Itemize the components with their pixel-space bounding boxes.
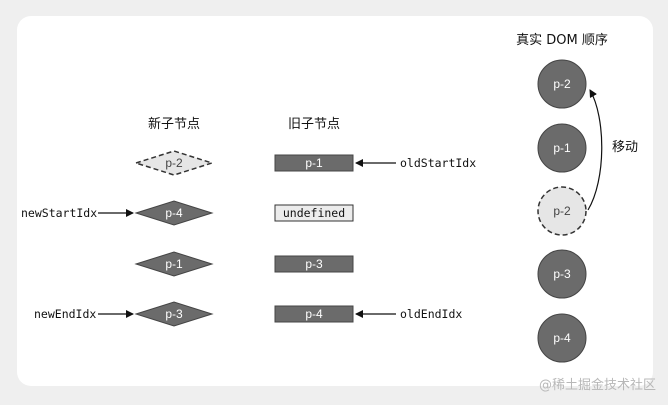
old-node-0-shape (274, 154, 354, 172)
new-node-0-shape (133, 150, 215, 176)
new-node-1-label: p-4 (165, 206, 183, 220)
heading-new-children: 新子节点 (148, 116, 200, 132)
dom-node-1: p-1 (537, 123, 587, 173)
pointer-new-start: newStartIdx (21, 206, 134, 220)
old-node-3-label: p-4 (305, 307, 323, 321)
pointer-old-end: oldEndIdx (355, 307, 462, 321)
old-node-0-label: p-1 (305, 156, 323, 170)
move-arrow-curve (587, 89, 603, 211)
dom-node-4-shape (537, 313, 587, 363)
new-node-1: p-4 (134, 200, 214, 226)
move-arrow: 移动 (587, 89, 638, 211)
dom-node-0-shape (537, 59, 587, 109)
dom-node-2-label: p-2 (553, 204, 571, 218)
dom-node-3-shape (537, 249, 587, 299)
dom-node-1-label: p-1 (553, 141, 571, 155)
pointer-old-start: oldStartIdx (355, 156, 476, 170)
old-node-1-label: undefined (283, 206, 345, 220)
move-label: 移动 (612, 140, 638, 155)
new-node-2-shape (134, 251, 214, 277)
old-node-0: p-1 (274, 154, 354, 172)
new-node-1-shape (134, 200, 214, 226)
dom-node-2: p-2 (537, 186, 587, 236)
dom-node-1-shape (537, 123, 587, 173)
dom-node-0-label: p-2 (553, 77, 571, 91)
heading-old-children: 旧子节点 (288, 117, 340, 132)
old-node-2-shape (274, 255, 354, 273)
heading-real-dom-order: 真实 DOM 顺序 (516, 33, 608, 48)
new-node-2-label: p-1 (165, 257, 183, 271)
new-node-0-label: p-2 (165, 156, 183, 170)
dom-node-3-label: p-3 (553, 267, 571, 281)
new-node-0: p-2 (133, 150, 215, 176)
new-node-3-label: p-3 (165, 307, 183, 321)
dom-node-0: p-2 (537, 59, 587, 109)
dom-node-4-label: p-4 (553, 331, 571, 345)
pointer-new-end: newEndIdx (34, 307, 134, 321)
old-node-1: undefined (274, 204, 354, 222)
watermark: @稀土掘金技术社区 (539, 377, 656, 393)
old-node-1-shape (274, 204, 354, 222)
pointer-old-start-label: oldStartIdx (400, 156, 476, 170)
dom-node-4: p-4 (537, 313, 587, 363)
old-node-3-shape (274, 305, 354, 323)
dom-node-3: p-3 (537, 249, 587, 299)
old-node-3: p-4 (274, 305, 354, 323)
old-node-2: p-3 (274, 255, 354, 273)
pointer-new-start-label: newStartIdx (21, 206, 97, 220)
old-node-2-label: p-3 (305, 257, 323, 271)
new-node-3-shape (134, 301, 214, 327)
pointer-new-end-label: newEndIdx (34, 307, 96, 321)
new-node-2: p-1 (134, 251, 214, 277)
dom-node-2-shape (537, 186, 587, 236)
pointer-old-end-label: oldEndIdx (400, 307, 462, 321)
new-node-3: p-3 (134, 301, 214, 327)
